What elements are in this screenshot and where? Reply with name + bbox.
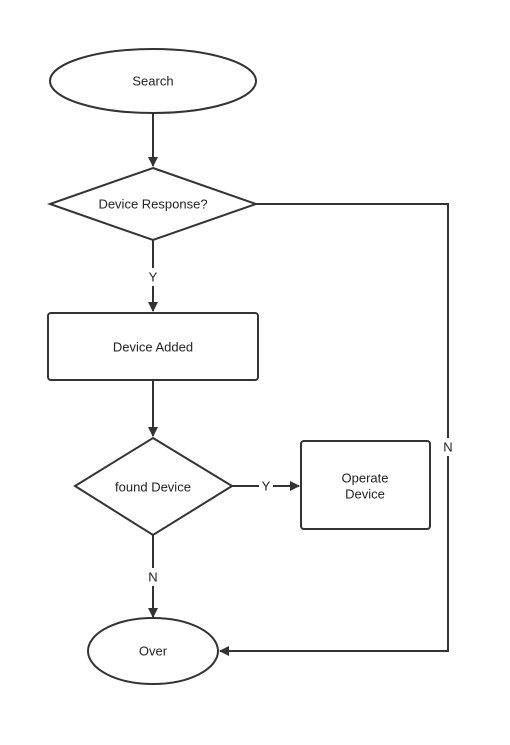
- found-device-diamond: [73, 436, 234, 537]
- node-operate-device: Operate Device: [300, 440, 431, 530]
- found-no-label: N: [148, 570, 157, 585]
- node-found-device: found Device: [73, 436, 234, 537]
- operate-device-label-line2: Device: [345, 487, 385, 502]
- device-added-box: [47, 312, 259, 381]
- edge-label-response-no: N: [441, 438, 455, 456]
- operate-device-label-line1: Operate: [342, 471, 389, 486]
- device-added-label: Device Added: [113, 340, 193, 355]
- response-no-label: N: [443, 440, 452, 455]
- edge-label-bg: [146, 568, 160, 586]
- search-ellipse: [49, 48, 257, 114]
- device-response-diamond: [46, 166, 260, 242]
- edge-label-found-yes: Y: [259, 477, 273, 495]
- search-label: Search: [132, 74, 173, 89]
- device-response-label: Device Response?: [98, 197, 207, 212]
- found-yes-label: Y: [262, 479, 271, 494]
- found-device-label: found Device: [115, 480, 191, 495]
- edge-label-found-no: N: [146, 568, 160, 586]
- over-ellipse: [87, 617, 219, 685]
- over-label: Over: [139, 644, 168, 659]
- edge-label-bg: [146, 268, 160, 286]
- node-over: Over: [87, 617, 219, 685]
- edge-label-response-yes: Y: [146, 268, 160, 286]
- operate-device-box: [300, 440, 431, 530]
- edge-label-bg: [259, 477, 273, 495]
- node-search: Search: [49, 48, 257, 114]
- node-device-response: Device Response?: [46, 166, 260, 242]
- edge-response-no: [219, 203, 449, 656]
- response-yes-label: Y: [149, 270, 158, 285]
- edge-label-bg: [441, 438, 455, 456]
- node-device-added: Device Added: [47, 312, 259, 381]
